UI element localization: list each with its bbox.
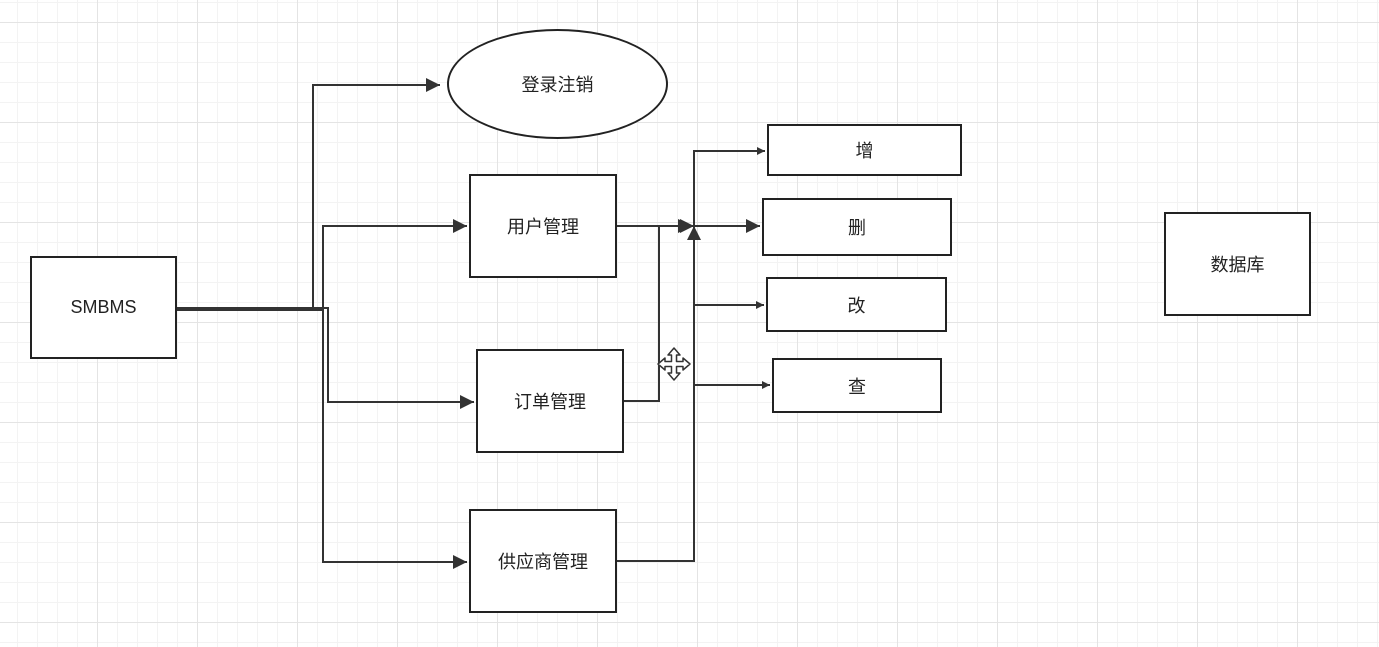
edge-supplier-junction[interactable] [617,226,701,562]
node-user-management-label: 用户管理 [507,217,579,238]
node-delete-label: 删 [848,218,866,239]
node-delete[interactable]: 删 [762,198,952,256]
node-login-logout-label: 登录注销 [521,75,594,96]
edge-junction-add[interactable] [693,147,765,226]
node-modify[interactable]: 改 [766,277,947,332]
node-smbms-label: SMBMS [70,297,137,317]
edge-junction-modify[interactable] [693,226,764,309]
node-login-logout[interactable]: 登录注销 [447,29,668,139]
node-supplier-management[interactable]: 供应商管理 [469,509,617,613]
node-order-management-label: 订单管理 [514,392,586,413]
node-order-management[interactable]: 订单管理 [476,349,624,453]
node-modify-label: 改 [847,295,866,317]
node-user-management[interactable]: 用户管理 [469,174,617,278]
node-database-label: 数据库 [1210,255,1265,276]
edge-smbms-order[interactable] [177,307,474,409]
edge-smbms-supplier[interactable] [177,307,467,569]
node-supplier-management-label: 供应商管理 [498,552,588,573]
node-smbms[interactable]: SMBMS [30,256,177,359]
node-query-label: 查 [848,376,866,398]
move-cursor-icon [657,347,691,381]
node-database[interactable]: 数据库 [1164,212,1311,316]
edge-smbms-login[interactable] [177,78,440,309]
edge-order-junction[interactable] [624,219,694,402]
node-add[interactable]: 增 [767,124,962,176]
node-query[interactable]: 查 [772,358,942,413]
edge-smbms-user[interactable] [177,219,467,311]
node-add-label: 增 [855,141,874,162]
